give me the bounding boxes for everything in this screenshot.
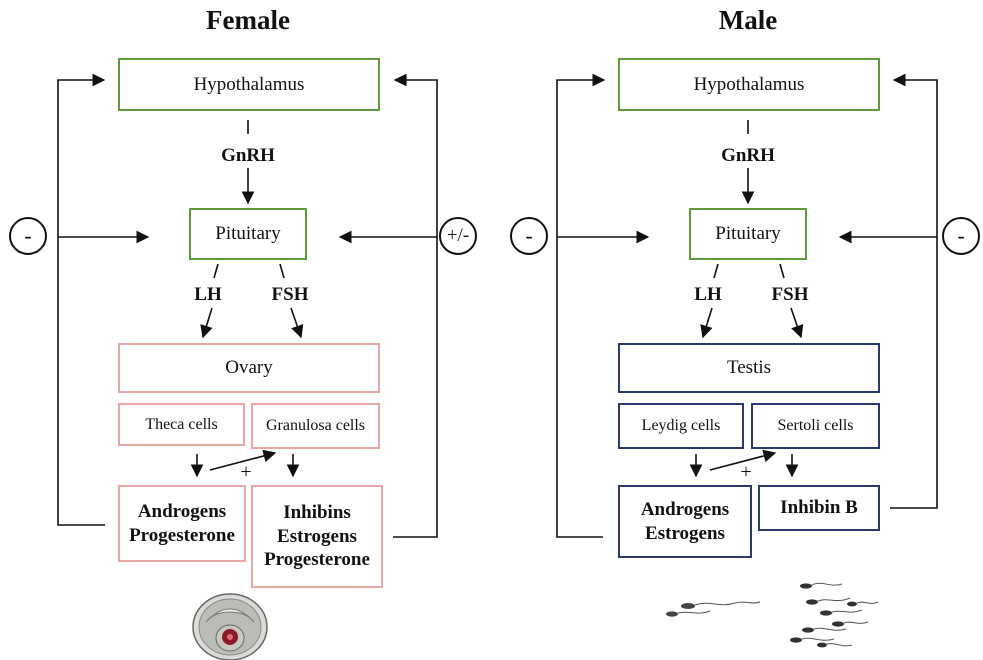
- female-lh-label: LH: [194, 284, 222, 305]
- female-negative-feedback-badge: -: [9, 217, 47, 255]
- male-gnrh-label: GnRH: [721, 145, 775, 166]
- female-mixed-feedback-badge: +/-: [439, 217, 477, 255]
- female-fsh-label: FSH: [271, 284, 309, 305]
- female-plus-sign: +: [240, 460, 252, 483]
- female-ovary-box: Ovary: [118, 343, 380, 393]
- ovarian-follicle-illustration: [192, 593, 268, 660]
- granulosa-cells-box: Granulosa cells: [251, 403, 380, 449]
- female-title: Female: [206, 4, 290, 35]
- male-pituitary-box: Pituitary: [689, 208, 807, 260]
- male-output-left-box: Androgens Estrogens: [618, 485, 752, 558]
- female-gnrh-label: GnRH: [221, 145, 275, 166]
- male-plus-sign: +: [740, 460, 752, 483]
- leydig-cells-box: Leydig cells: [618, 403, 744, 449]
- male-fsh-label: FSH: [771, 284, 809, 305]
- male-negative-feedback-badge-left: -: [510, 217, 548, 255]
- male-negative-feedback-badge-right: -: [942, 217, 980, 255]
- female-output-left-box: Androgens Progesterone: [118, 485, 246, 562]
- male-lh-label: LH: [694, 284, 722, 305]
- sperm-cells-illustration: [666, 582, 879, 648]
- female-output-right-box: Inhibins Estrogens Progesterone: [251, 485, 383, 588]
- male-title: Male: [718, 4, 778, 35]
- male-testis-box: Testis: [618, 343, 880, 393]
- female-hypothalamus-box: Hypothalamus: [118, 58, 380, 111]
- male-hypothalamus-box: Hypothalamus: [618, 58, 880, 111]
- theca-cells-box: Theca cells: [118, 403, 245, 446]
- male-output-right-box: Inhibin B: [758, 485, 880, 531]
- sertoli-cells-box: Sertoli cells: [751, 403, 880, 449]
- female-pituitary-box: Pituitary: [189, 208, 307, 260]
